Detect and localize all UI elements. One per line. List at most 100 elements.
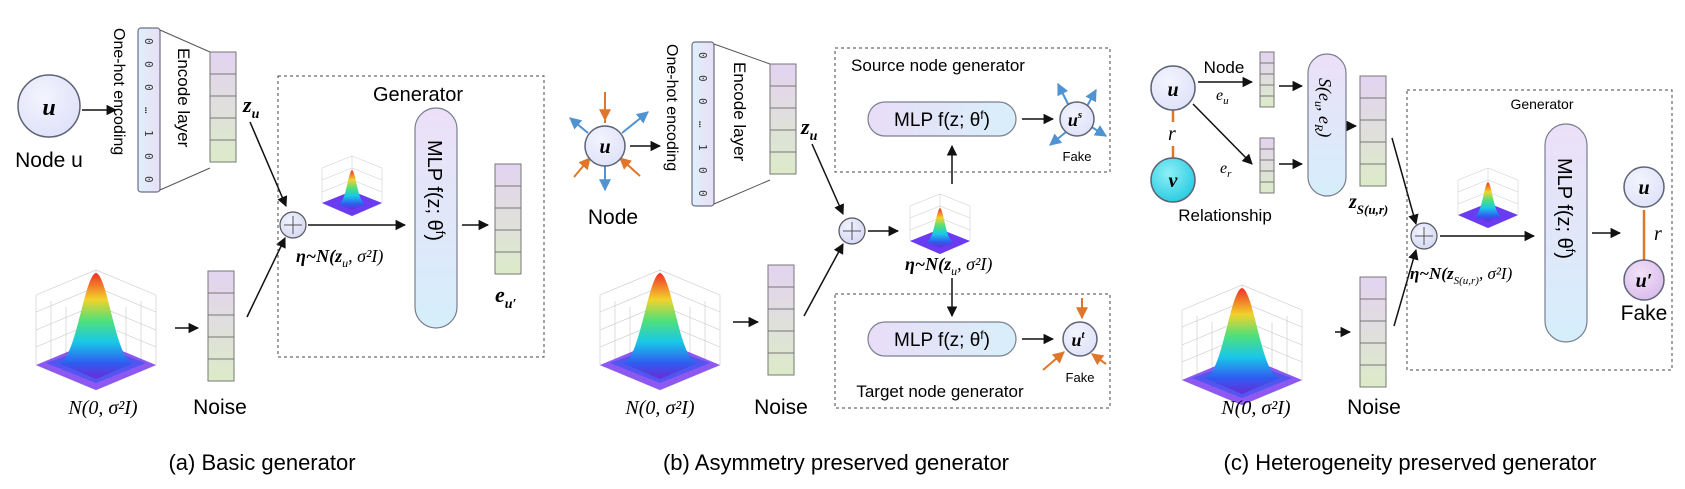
eta-label-c: η~N(zS(u,r), σ²I) [1410,264,1513,287]
rel-r-bg-c [1162,122,1182,146]
node-u-c-symbol: u [1167,79,1178,101]
panel-c: u r v Relationship Node eu er S(eu, eR) … [1150,51,1673,475]
onehot-bit: 0 [696,98,709,105]
gaussian-small-a [321,155,383,217]
arrow-noise-to-plus-a [246,237,286,318]
target-label-b: Target node generator [856,382,1024,401]
node-label-b: Node [588,206,638,229]
onehot-bit: 0 [142,38,155,45]
noise-label-a: Noise [193,396,247,419]
node-u-a-label: Node u [15,149,83,172]
mlp-block-c [1544,123,1588,343]
node-u-a-symbol: u [42,95,55,121]
gaussian-plot-c [1181,284,1303,406]
onehot-bit: 0 [696,52,709,59]
mlp-target-b [867,321,1017,357]
onehot-bit: 0 [142,61,155,68]
encode-funnel-b [713,43,771,205]
plus-icon-b [843,222,861,240]
target-generator-box-b [834,293,1111,409]
mlp-label-c: MLP f(z; θf) [1553,158,1578,259]
node-out-u2-c [1623,259,1665,301]
arrow-noise-to-plus-b [803,243,844,317]
onehot-bit: … [696,121,709,128]
onehot-bit: 0 [142,176,155,183]
onehot-label-a: One-hot encoding [110,28,127,155]
eu-bar-c [1259,51,1275,108]
node-out-u-c [1623,166,1665,208]
node-us-b [1059,101,1095,137]
mlp-label-a: MLP f(z; θf) [423,140,448,241]
caption-c: (c) Heterogeneity preserved generator [1224,450,1597,475]
onehot-label-b: One-hot encoding [663,44,680,171]
node-out-u-label-c: u [1638,177,1649,199]
er-bar-c [1259,137,1275,194]
gaussian-small-c [1457,167,1519,229]
noise-label-b: Noise [754,396,808,419]
generator-label-c: Generator [1510,96,1573,112]
source-generator-box-b [834,47,1111,173]
node-v-c [1150,157,1196,203]
plus-icon-a [284,216,302,234]
node-edges-b [569,92,649,192]
latent-bar-a [209,51,237,163]
node-out-u2-label-c: u′ [1636,270,1653,292]
mlp-source-label-b: MLP f(z; θf) [894,108,990,131]
s-block-c [1307,53,1347,197]
node-ut-label-b: ut [1071,329,1085,350]
noise-bar-a [207,270,235,382]
fake-label-c: Fake [1621,302,1668,325]
node-us-label-b: us [1068,109,1082,130]
normal-label-b: N(0, σ²I) [624,397,695,419]
generator-box-a [277,75,545,358]
ut-edges-b [1042,298,1107,371]
caption-b: (b) Asymmetry preserved generator [663,450,1009,475]
onehot-bit: 0 [696,75,709,82]
eta-label-a: η~N(zu, σ²I) [296,246,383,270]
s-label-c: S(eu, eR) [1312,78,1335,137]
normal-label-a: N(0, σ²I) [67,397,138,419]
gaussian-plot-a [35,269,157,391]
onehot-bit: 0 [696,190,709,197]
er-label-c: er [1220,160,1232,180]
mlp-target-label-b: MLP f(z; θf) [894,328,990,351]
onehot-vector-b [691,41,715,207]
latent-bar-c [1359,75,1387,187]
caption-a: (a) Basic generator [168,450,355,475]
onehot-bit: 1 [696,144,709,151]
plus-icon-c [1415,227,1433,245]
out-r-label-c: r [1654,223,1662,245]
encode-funnel-a [159,29,211,191]
gaussian-plot-b [599,269,721,391]
fake-label-target-b: Fake [1066,370,1095,385]
fake-label-source-b: Fake [1063,149,1092,164]
z-label-b: zu [800,114,818,144]
onehot-bits-a: 0 0 0 … 1 0 0 [142,38,155,183]
onehot-bit: 0 [696,167,709,174]
node-u-a [17,74,81,138]
onehot-bit: 0 [142,84,155,91]
source-label-b: Source node generator [851,56,1025,75]
node-label-c: Node [1204,58,1245,77]
eu-label-c: eu [1216,87,1229,107]
onehot-bit: 1 [142,130,155,137]
z-label-a: zu [242,92,260,122]
node-u-b [584,125,626,167]
onehot-bit: … [142,107,155,114]
encode-label-b: Encode layer [730,62,749,162]
gaussian-small-b [909,193,971,255]
onehot-vector-a [137,27,161,193]
arrow-z-to-plus-a [249,121,288,207]
mlp-block-a [414,107,458,329]
onehot-bit: 0 [142,153,155,160]
eta-label-b: η~N(zu, σ²I) [905,254,992,278]
output-bar-a [494,163,522,275]
latent-bar-b [769,63,797,175]
noise-label-c: Noise [1347,396,1401,419]
node-v-c-symbol: v [1169,170,1179,192]
arrow-z-to-plus-b [811,143,844,215]
z-label-c: zS(u,r) [1348,191,1388,217]
normal-label-c: N(0, σ²I) [1220,397,1291,419]
encode-label-a: Encode layer [174,48,193,148]
